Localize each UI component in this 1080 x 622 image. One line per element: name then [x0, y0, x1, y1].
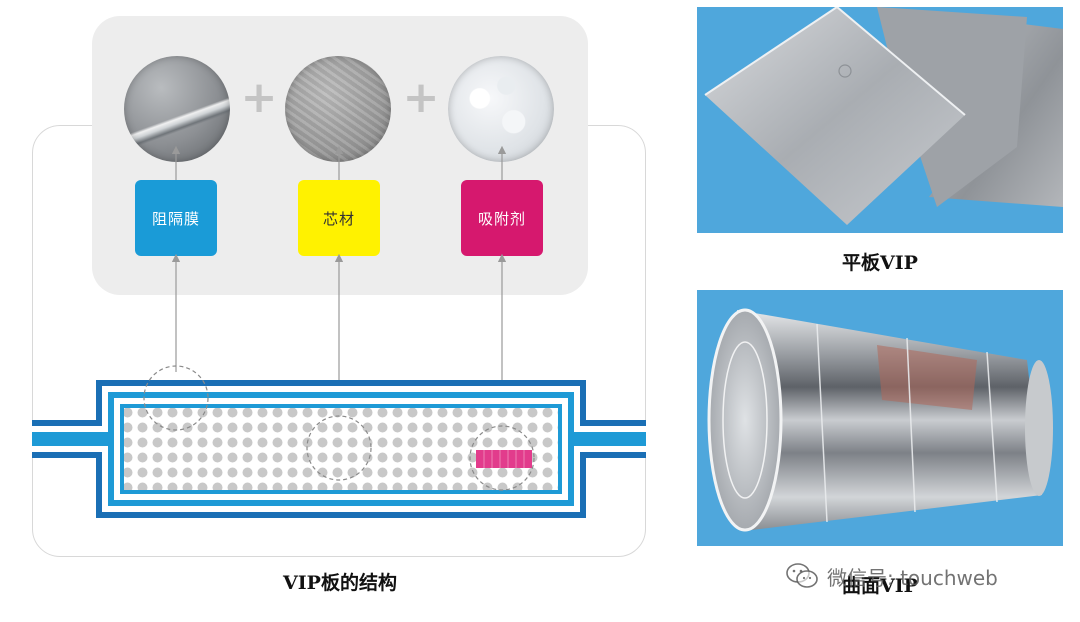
- adsorbent-sample-image: [448, 56, 554, 162]
- flat-vip-photo: [697, 7, 1063, 233]
- wechat-watermark: 微信号: touchweb: [785, 560, 1055, 592]
- curved-vip-photo: [697, 290, 1063, 546]
- curved-vip-caption: 曲面VIP: [842, 575, 918, 597]
- barrier-film-label-box: 阻隔膜: [135, 180, 217, 256]
- connector-lines: [171, 145, 507, 432]
- vip-cross-section-diagram: [32, 145, 646, 518]
- highlight-circles: [143, 365, 535, 491]
- wechat-icon: [786, 563, 818, 588]
- watermark-text: 微信号: touchweb: [827, 565, 998, 590]
- plus-symbol: +: [240, 72, 278, 123]
- barrier-film-label: 阻隔膜: [151, 209, 200, 228]
- adsorbent-label: 吸附剂: [477, 209, 526, 228]
- flat-vip-caption: 平板VIP: [842, 252, 918, 274]
- plus-symbol: +: [402, 72, 440, 123]
- core-material-sample-image: [285, 56, 391, 162]
- barrier-film-sample-image: [124, 56, 230, 162]
- barrier-film-layers: [32, 380, 646, 518]
- core-material-label-box: 芯材: [298, 180, 380, 256]
- getter-block: [476, 450, 532, 468]
- adsorbent-label-box: 吸附剂: [461, 180, 543, 256]
- core-material-label: 芯材: [322, 209, 355, 228]
- structure-caption: VIP板的结构: [283, 572, 397, 594]
